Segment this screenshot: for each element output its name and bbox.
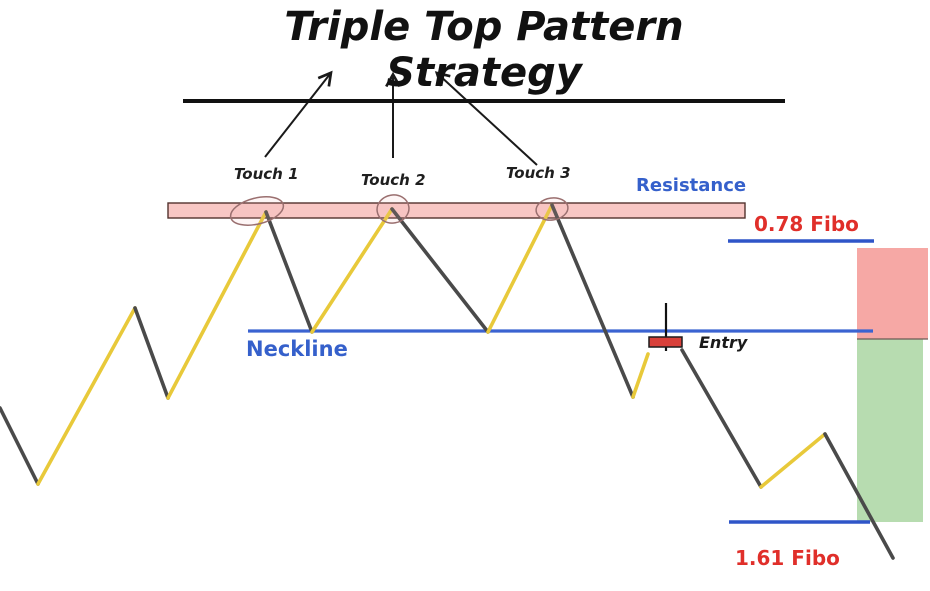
- price-segment-up: [310, 207, 394, 334]
- price-segment-up: [36, 306, 137, 486]
- touch-3-label: Touch 3: [506, 164, 571, 182]
- price-segment-down: [823, 432, 895, 560]
- price-segment-up: [631, 352, 650, 399]
- touch-1-ellipse: [229, 196, 285, 226]
- price-segment-down: [390, 207, 490, 334]
- price-segment-down: [264, 210, 314, 334]
- annotation-arrow-3: [434, 71, 538, 166]
- touch-2-ellipse: [376, 194, 410, 224]
- entry-label: Entry: [699, 333, 748, 352]
- price-segment-up: [486, 203, 554, 334]
- fibo-161-label: 1.61 Fibo: [735, 546, 840, 570]
- entry-candle-body: [648, 336, 683, 348]
- price-segment-down: [0, 406, 40, 486]
- price-segment-down: [680, 348, 763, 489]
- touch-1-label: Touch 1: [234, 165, 299, 183]
- resistance-label: Resistance: [636, 175, 747, 196]
- price-segment-up: [166, 210, 268, 400]
- price-segment-down: [550, 203, 635, 399]
- reward-box: [857, 339, 923, 522]
- neckline-label: Neckline: [246, 337, 348, 361]
- page-title: Triple Top Pattern Strategy: [284, 4, 684, 96]
- price-segment-down: [133, 306, 170, 400]
- fibo-078-label: 0.78 Fibo: [754, 212, 859, 236]
- risk-box: [857, 248, 928, 339]
- touch-3-ellipse: [535, 197, 569, 221]
- page-title-underline: Triple Top Pattern Strategy: [183, 4, 785, 103]
- annotation-arrow-1: [264, 70, 333, 158]
- price-segment-up: [759, 432, 827, 489]
- resistance-band: [167, 202, 746, 219]
- touch-2-label: Touch 2: [361, 171, 426, 189]
